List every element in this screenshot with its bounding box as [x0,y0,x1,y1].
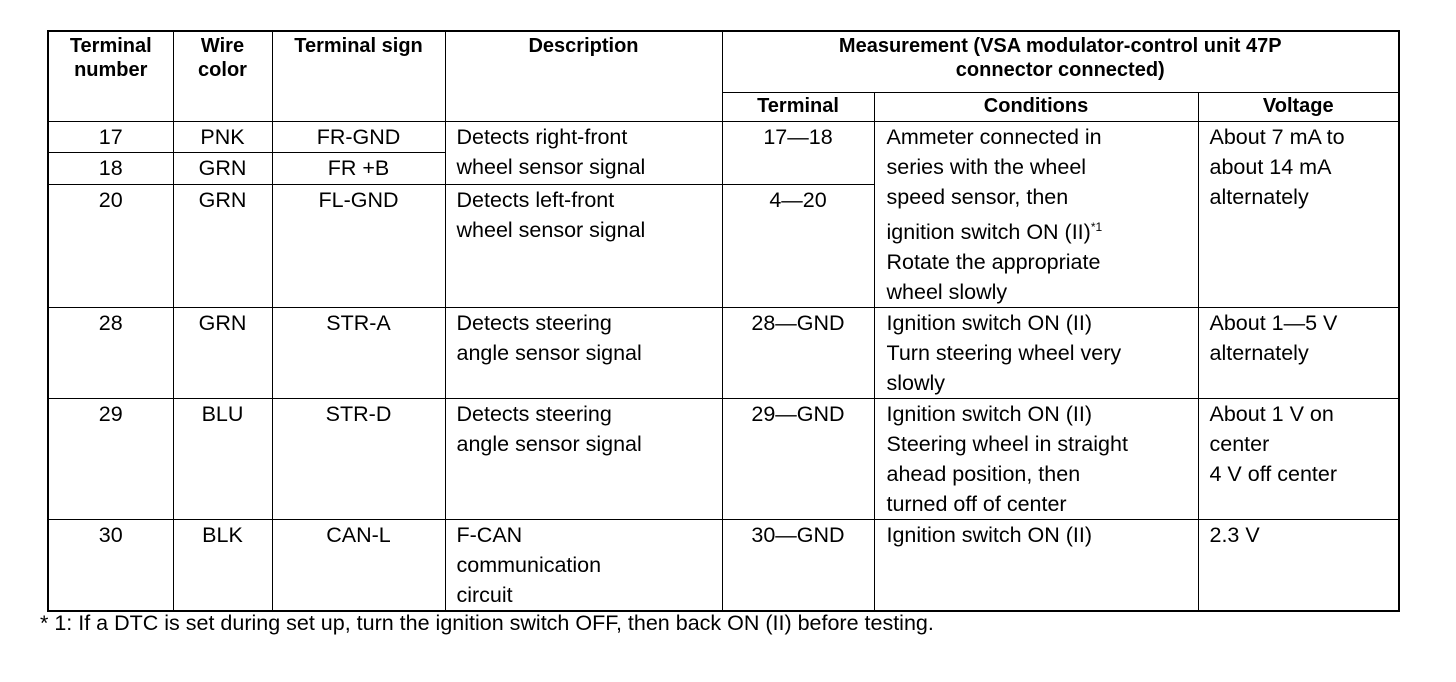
header-terminal-sign: Terminal sign [271,30,446,122]
table-row: 20 GRN FL-GND Detects left-front wheel s… [47,183,1399,308]
description-cell: Detects steering angle sensor signal [444,397,723,520]
table-row: 18 GRN FR +B [47,152,1399,185]
wire-color-cell: GRN [172,183,273,308]
description-cell: Detects right-front wheel sensor signal [444,120,723,185]
wire-color-cell: BLK [172,518,273,611]
conditions-cell: Ammeter connected in series with the whe… [873,120,1199,308]
measurement-terminal-cell: 28—GND [721,306,875,399]
footnote: * 1: If a DTC is set during set up, turn… [40,611,934,635]
footnote-reference: *1 [1090,219,1103,234]
conditions-cell: Ignition switch ON (II) [873,518,1199,611]
header-terminal: Terminal [721,91,875,122]
terminal-sign-cell: STR-D [271,397,446,520]
terminal-number-cell: 28 [47,306,174,399]
wire-color-cell: GRN [172,306,273,399]
conditions-cell: Ignition switch ON (II) Turn steering wh… [873,306,1199,399]
voltage-cell: About 7 mA to about 14 mA alternately [1197,120,1400,308]
table-row: 28 GRN STR-A Detects steering angle sens… [47,306,1400,399]
terminal-number-cell: 20 [47,183,174,308]
terminal-spec-table: Terminal number Wire color Terminal sign… [47,30,1401,612]
wire-color-cell: BLU [172,397,273,520]
conditions-text: Rotate the appropriate wheel slowly [886,249,1101,304]
terminal-sign-cell: CAN-L [271,518,446,611]
measurement-terminal-cell: 30—GND [721,518,875,611]
terminal-sign-cell: FR-GND [271,120,446,153]
description-cell: F-CAN communication circuit [444,518,723,611]
terminal-number-cell: 17 [47,120,174,153]
header-terminal-number: Terminal number [47,30,174,122]
header-conditions: Conditions [873,91,1199,122]
header-measurement: Measurement (VSA modulator-control unit … [721,30,1400,93]
table-row: 30 BLK CAN-L F-CAN communication circuit… [47,518,1400,611]
table-row: 29 BLU STR-D Detects steering angle sens… [47,397,1400,520]
terminal-sign-cell: FL-GND [271,183,446,308]
header-wire-color: Wire color [172,30,273,122]
conditions-cell: Ignition switch ON (II) Steering wheel i… [873,397,1199,520]
terminal-number-cell: 29 [47,397,174,520]
voltage-cell: About 1—5 V alternately [1197,306,1400,399]
conditions-text: Ammeter connected in series with the whe… [886,124,1102,244]
header-description: Description [444,30,723,122]
terminal-number-cell: 18 [47,152,174,185]
header-voltage: Voltage [1197,91,1400,122]
measurement-terminal-cell: 4—20 [721,183,875,308]
description-cell: Detects steering angle sensor signal [444,306,723,399]
measurement-terminal-cell: 29—GND [721,397,875,520]
table-row: 17 PNK FR-GND Detects right-front wheel … [47,120,1400,308]
wire-color-cell: PNK [172,120,273,153]
terminal-sign-cell: STR-A [271,306,446,399]
description-cell: Detects left-front wheel sensor signal [444,183,723,308]
voltage-cell: 2.3 V [1197,518,1400,611]
measurement-terminal-cell: 17—18 [721,120,875,185]
terminal-sign-cell: FR +B [271,152,446,185]
voltage-cell: About 1 V on center 4 V off center [1197,397,1400,520]
terminal-number-cell: 30 [47,518,174,611]
wire-color-cell: GRN [172,152,273,185]
